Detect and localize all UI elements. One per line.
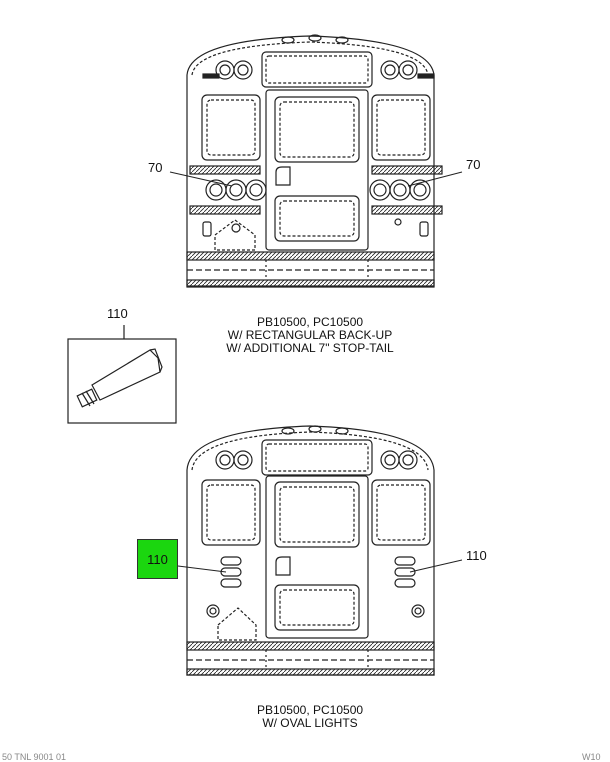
caption-bottom-line-1: PB10500, PC10500 (256, 703, 364, 717)
callout-70-right: 70 (466, 157, 481, 172)
tube-item-illustration (67, 325, 177, 424)
callout-110-tube: 110 (107, 306, 128, 321)
callout-70-left: 70 (148, 160, 163, 175)
caption-top-line-2: W/ RECTANGULAR BACK-UP (227, 328, 393, 342)
footer-right-text: W10 (582, 752, 601, 762)
callout-110-highlighted[interactable]: 110 (137, 539, 178, 579)
bus-rear-view-top (186, 34, 443, 288)
caption-bottom-line-2: W/ OVAL LIGHTS (262, 716, 358, 730)
leader-lines-top (169, 171, 463, 187)
leader-lines-bottom (177, 559, 463, 573)
caption-top-view: PB10500, PC10500 W/ RECTANGULAR BACK-UP … (160, 316, 460, 355)
caption-top-line-1: PB10500, PC10500 (256, 315, 364, 329)
footer-left-text: 50 TNL 9001 01 (2, 752, 67, 762)
callout-110-right: 110 (466, 548, 487, 563)
bus-rear-view-bottom (186, 425, 435, 676)
caption-bottom-view: PB10500, PC10500 W/ OVAL LIGHTS (160, 704, 460, 730)
caption-top-line-3: W/ ADDITIONAL 7" STOP-TAIL (226, 341, 394, 355)
